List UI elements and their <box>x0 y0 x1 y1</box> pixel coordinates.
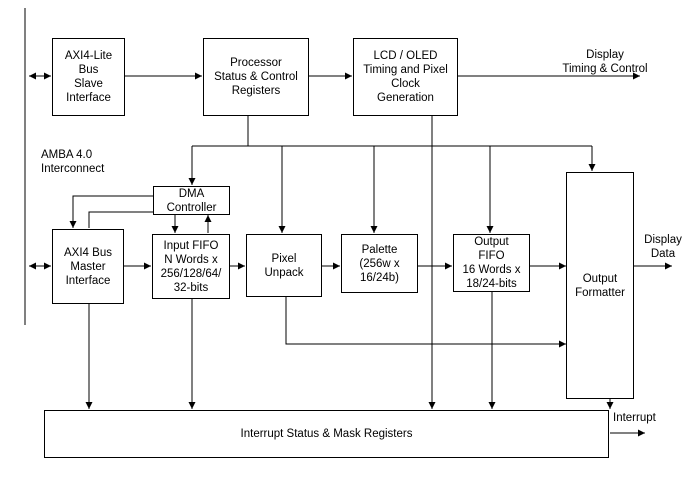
output-formatter-block: Output Formatter <box>566 172 634 399</box>
input-fifo-block: Input FIFO N Words x 256/128/64/ 32-bits <box>152 234 230 299</box>
dma-controller-block: DMA Controller <box>153 186 230 215</box>
pixel-unpack-block: Pixel Unpack <box>246 234 322 297</box>
dma-to-master-arrow <box>69 195 153 228</box>
interrupt-label: Interrupt <box>613 412 656 424</box>
axi4-master-block: AXI4 Bus Master Interface <box>52 229 124 304</box>
unpack-bypass-arrow <box>285 297 566 348</box>
amba-interconnect-label: AMBA 4.0 Interconnect <box>41 149 105 175</box>
palette-block: Palette (256w x 16/24b) <box>341 234 418 293</box>
processor-registers-block: Processor Status & Control Registers <box>203 38 309 116</box>
interrupt-registers-block: Interrupt Status & Mask Registers <box>44 410 609 458</box>
display-timing-label: Display Timing & Control <box>562 49 648 75</box>
lcd-timing-block: LCD / OLED Timing and Pixel Clock Genera… <box>353 38 458 116</box>
axi4-lite-slave-block: AXI4-Lite Bus Slave Interface <box>52 38 125 116</box>
master-to-dma-arrow <box>88 211 153 228</box>
display-data-label: Display Data <box>644 234 682 260</box>
output-fifo-block: Output FIFO 16 Words x 18/24-bits <box>453 234 530 292</box>
